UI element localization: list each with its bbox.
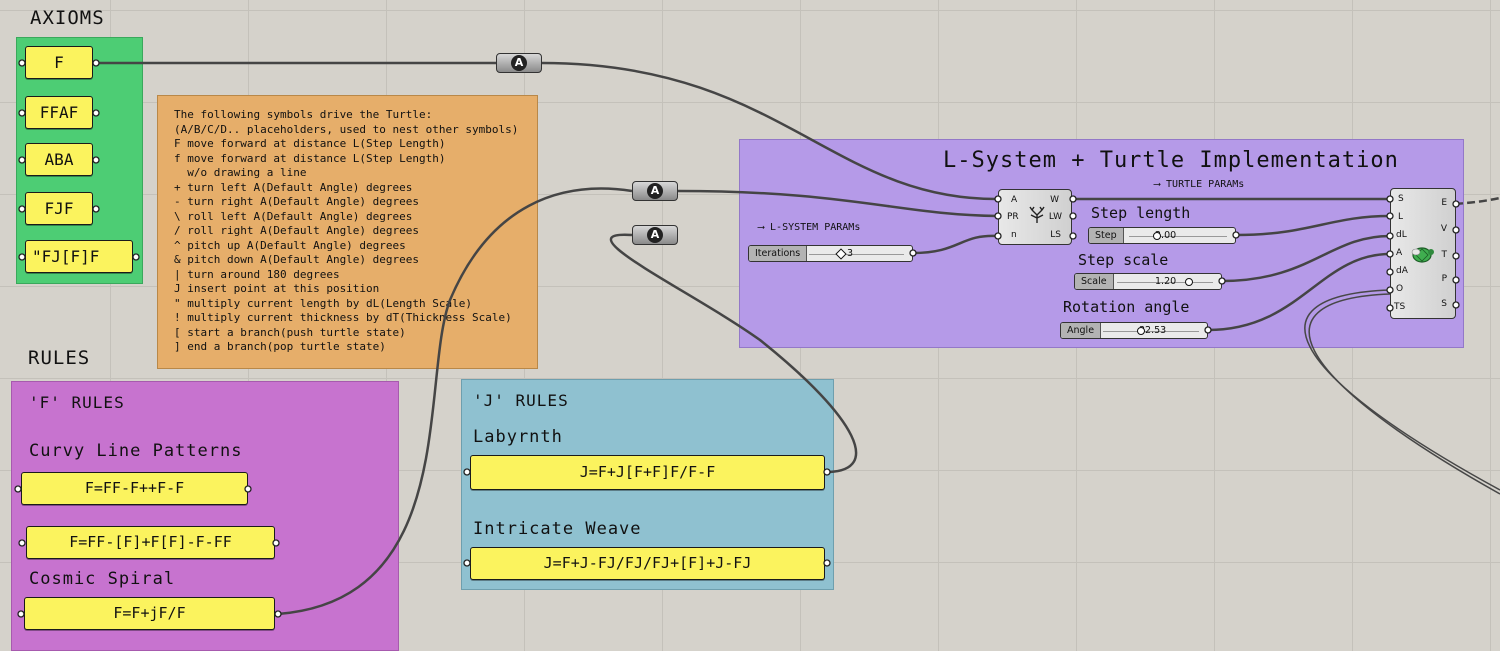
angle-slider-label: Angle bbox=[1061, 323, 1102, 338]
iterations-slider-value: 3 bbox=[847, 248, 854, 259]
turtle-input-l: L bbox=[1398, 212, 1404, 222]
lsys-input-n: n bbox=[1011, 230, 1017, 240]
lsystem-component[interactable]: A PR n W LW LS bbox=[998, 189, 1072, 245]
note-line: - turn right A(Default Angle) degrees bbox=[174, 195, 420, 208]
j-rules-title: 'J' RULES bbox=[473, 391, 569, 410]
turtle-output-p: P bbox=[1441, 274, 1447, 284]
turtle-output-v: V bbox=[1440, 224, 1447, 234]
turtle-output-t: T bbox=[1441, 250, 1448, 260]
axiom-panel-fjfbranch[interactable]: "FJ[F]F bbox=[25, 240, 133, 273]
axioms-heading: AXIOMS bbox=[30, 7, 105, 29]
angle-slider[interactable]: Angle 32.53 bbox=[1060, 322, 1208, 339]
turtle-input-s: S bbox=[1398, 194, 1404, 204]
step-slider-label: Step bbox=[1089, 228, 1124, 243]
iterations-slider-track bbox=[809, 254, 904, 255]
relay-a-top-label: A bbox=[511, 55, 527, 71]
turtle-input-da: dA bbox=[1396, 266, 1408, 276]
turtle-input-dl: dL bbox=[1396, 230, 1407, 240]
scale-slider[interactable]: Scale 1.20 bbox=[1074, 273, 1222, 290]
note-line: w/o drawing a line bbox=[174, 166, 307, 179]
labyrinth-label: Labyrnth bbox=[473, 427, 563, 447]
lsys-input-a: A bbox=[1011, 195, 1018, 205]
iterations-slider-label: Iterations bbox=[749, 246, 808, 261]
note-line: \ roll left A(Default Angle) degrees bbox=[174, 209, 413, 223]
step-length-heading: Step length bbox=[1091, 204, 1191, 222]
relay-a-bottom[interactable]: A bbox=[632, 225, 678, 245]
turtle-input-ts: TS bbox=[1394, 302, 1406, 312]
note-line: ] end a branch(pop turtle state) bbox=[174, 340, 386, 353]
step-scale-heading: Step scale bbox=[1078, 251, 1169, 269]
note-line: J insert point at this position bbox=[174, 282, 380, 295]
turtle-input-a: A bbox=[1396, 248, 1403, 258]
lsystem-title: L-System + Turtle Implementation bbox=[943, 148, 1399, 173]
note-line: The following symbols drive the Turtle: bbox=[174, 108, 433, 121]
note-line: [ start a branch(push turtle state) bbox=[174, 325, 406, 339]
turtle-output-s: S bbox=[1441, 299, 1447, 309]
note-line: " multiply current length by dL(Length S… bbox=[174, 296, 473, 310]
rules-heading: RULES bbox=[28, 347, 91, 369]
cosmic-spiral-label: Cosmic Spiral bbox=[29, 569, 176, 589]
f-rules-title: 'F' RULES bbox=[29, 393, 125, 412]
scale-slider-knob[interactable] bbox=[1184, 278, 1193, 286]
relay-a-middle[interactable]: A bbox=[632, 181, 678, 201]
rotation-angle-heading: Rotation angle bbox=[1063, 298, 1190, 316]
note-line: (A/B/C/D.. placeholders, used to nest ot… bbox=[174, 122, 519, 136]
iterations-slider[interactable]: Iterations 3 bbox=[748, 245, 913, 262]
rule-panel-weave[interactable]: J=F+J-FJ/FJ/FJ+[F]+J-FJ bbox=[470, 547, 825, 580]
rule-panel-ffbranch[interactable]: F=FF-[F]+F[F]-F-FF bbox=[26, 526, 275, 559]
lsys-output-lw: LW bbox=[1048, 212, 1062, 222]
note-line: ! multiply current thickness by dT(Thick… bbox=[174, 311, 512, 324]
rule-panel-curvy[interactable]: F=FF-F++F-F bbox=[21, 472, 248, 505]
note-line: + turn left A(Default Angle) degrees bbox=[174, 180, 413, 194]
note-line: / roll right A(Default Angle) degrees bbox=[174, 224, 420, 237]
relay-a-top[interactable]: A bbox=[496, 53, 542, 73]
turtle-output-e: E bbox=[1441, 198, 1447, 208]
rule-panel-cosmic[interactable]: F=F+jF/F bbox=[24, 597, 275, 630]
step-slider[interactable]: Step 2.00 bbox=[1088, 227, 1236, 244]
relay-a-bottom-label: A bbox=[647, 227, 663, 243]
intricate-weave-label: Intricate Weave bbox=[473, 519, 642, 539]
lsystem-params-label: ⟶ L-SYSTEM PARAMs bbox=[758, 222, 861, 233]
axiom-panel-fjf[interactable]: FJF bbox=[25, 192, 93, 225]
step-slider-value: 2.00 bbox=[1155, 230, 1177, 241]
step-slider-knob[interactable] bbox=[1153, 232, 1161, 240]
scale-slider-value: 1.20 bbox=[1155, 276, 1177, 287]
note-line: | turn around 180 degrees bbox=[174, 267, 340, 281]
angle-slider-value: 32.53 bbox=[1139, 325, 1167, 336]
lsys-input-pr: PR bbox=[1007, 212, 1019, 222]
turtle-input-o: O bbox=[1396, 284, 1404, 294]
angle-slider-track bbox=[1103, 331, 1199, 332]
turtle-component[interactable]: S L dL A dA O TS E V T P S bbox=[1390, 188, 1456, 319]
note-line: F move forward at distance L(Step Length… bbox=[174, 137, 446, 150]
tree-icon bbox=[1029, 206, 1045, 223]
angle-slider-knob[interactable] bbox=[1137, 327, 1146, 335]
scale-slider-track bbox=[1117, 282, 1213, 283]
note-line: ^ pitch up A(Default Angle) degrees bbox=[174, 238, 406, 252]
turtle-symbols-note: The following symbols drive the Turtle:(… bbox=[157, 95, 538, 369]
lsys-output-ls: LS bbox=[1050, 230, 1061, 240]
rule-panel-labyrinth[interactable]: J=F+J[F+F]F/F-F bbox=[470, 455, 825, 490]
curvy-line-patterns-label: Curvy Line Patterns bbox=[29, 441, 243, 461]
note-line: f move forward at distance L(Step Length… bbox=[174, 151, 446, 165]
axiom-panel-aba[interactable]: ABA bbox=[25, 143, 93, 176]
axiom-panel-f[interactable]: F bbox=[25, 46, 93, 79]
step-slider-track bbox=[1129, 236, 1227, 237]
turtle-params-label: ⟶ TURTLE PARAMs bbox=[1154, 179, 1245, 190]
lsys-output-w: W bbox=[1050, 195, 1059, 205]
note-line: & pitch down A(Default Angle) degrees bbox=[174, 253, 420, 266]
turtle-icon bbox=[1411, 247, 1434, 263]
axiom-panel-ffaf[interactable]: FFAF bbox=[25, 96, 93, 129]
relay-a-middle-label: A bbox=[647, 183, 663, 199]
scale-slider-label: Scale bbox=[1075, 274, 1114, 289]
